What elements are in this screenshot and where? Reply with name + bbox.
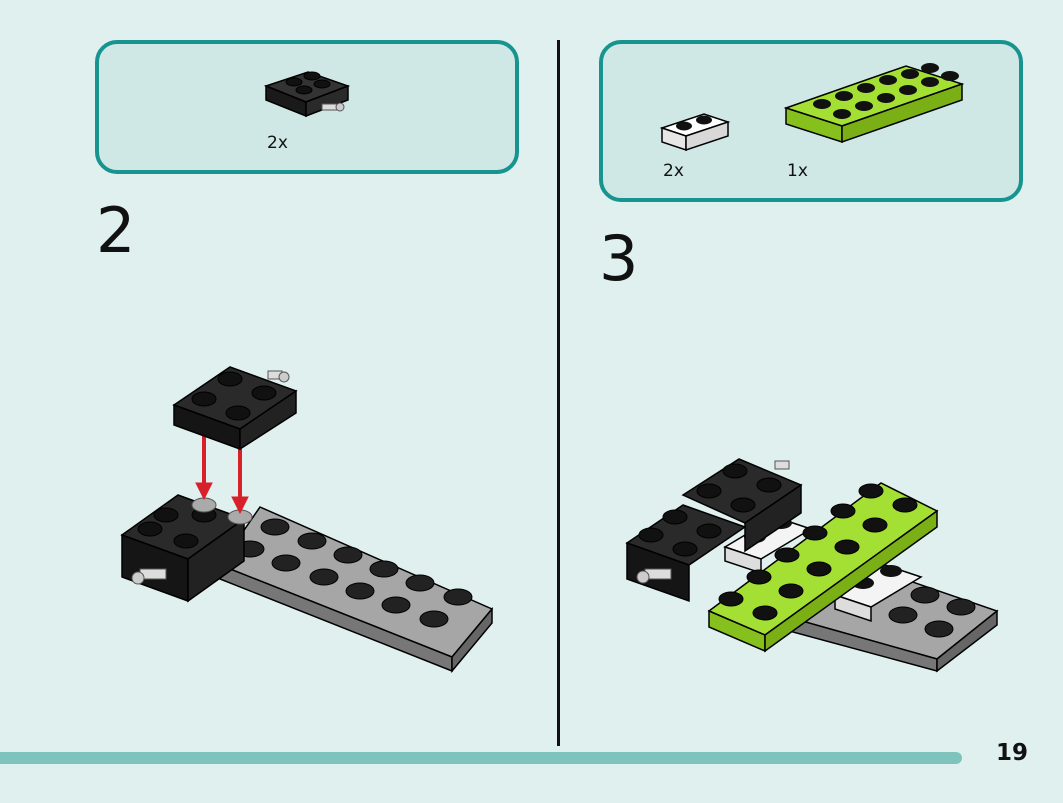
page-divider bbox=[557, 40, 560, 746]
white-plate-icon bbox=[659, 113, 731, 152]
black-plate-icon bbox=[263, 71, 351, 118]
page-number: 19 bbox=[996, 740, 1029, 766]
step-3-part-1-qty: 2x bbox=[663, 161, 684, 181]
step-2-assembly bbox=[120, 366, 494, 674]
step-2-part-qty: 2x bbox=[267, 133, 288, 153]
step-3-assembly bbox=[625, 458, 999, 673]
step-3-number: 3 bbox=[599, 222, 639, 295]
lime-plate-icon bbox=[783, 63, 965, 144]
step-2-number: 2 bbox=[96, 194, 136, 267]
step-3-part-2-qty: 1x bbox=[787, 161, 808, 181]
bottom-bar bbox=[0, 752, 962, 764]
down-arrow-icon bbox=[195, 435, 249, 515]
